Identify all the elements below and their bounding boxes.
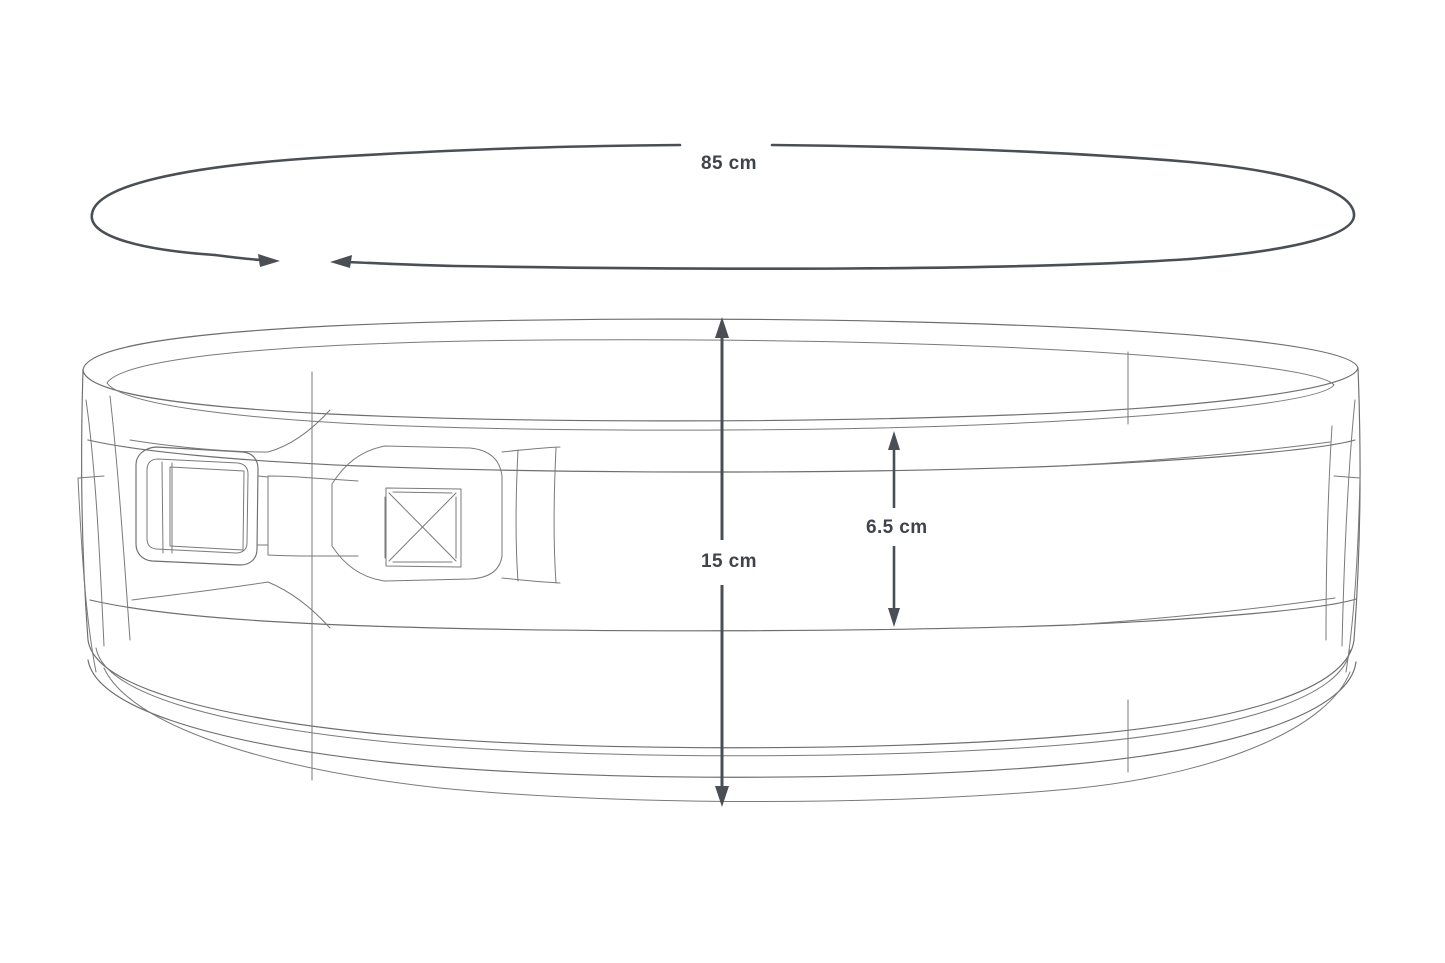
dimension-height-15cm: [715, 317, 729, 807]
dimension-label-width: 6.5 cm: [859, 516, 935, 539]
circumference-ellipse: [90, 143, 1356, 271]
belt-left-contour: [129, 409, 331, 629]
strap-body: [501, 446, 561, 584]
strap-loop: [267, 475, 359, 557]
dimension-label-height: 15 cm: [694, 550, 764, 573]
buckle-frame: [135, 446, 269, 566]
circumference-arrowheads: [258, 254, 352, 268]
dimension-label-circumference: 85 cm: [694, 152, 764, 175]
dimension-width-65cm: [888, 431, 900, 627]
x-box-stitch: [331, 445, 503, 582]
belt-body: [77, 318, 1361, 802]
belt-right-contour: [1059, 441, 1336, 626]
